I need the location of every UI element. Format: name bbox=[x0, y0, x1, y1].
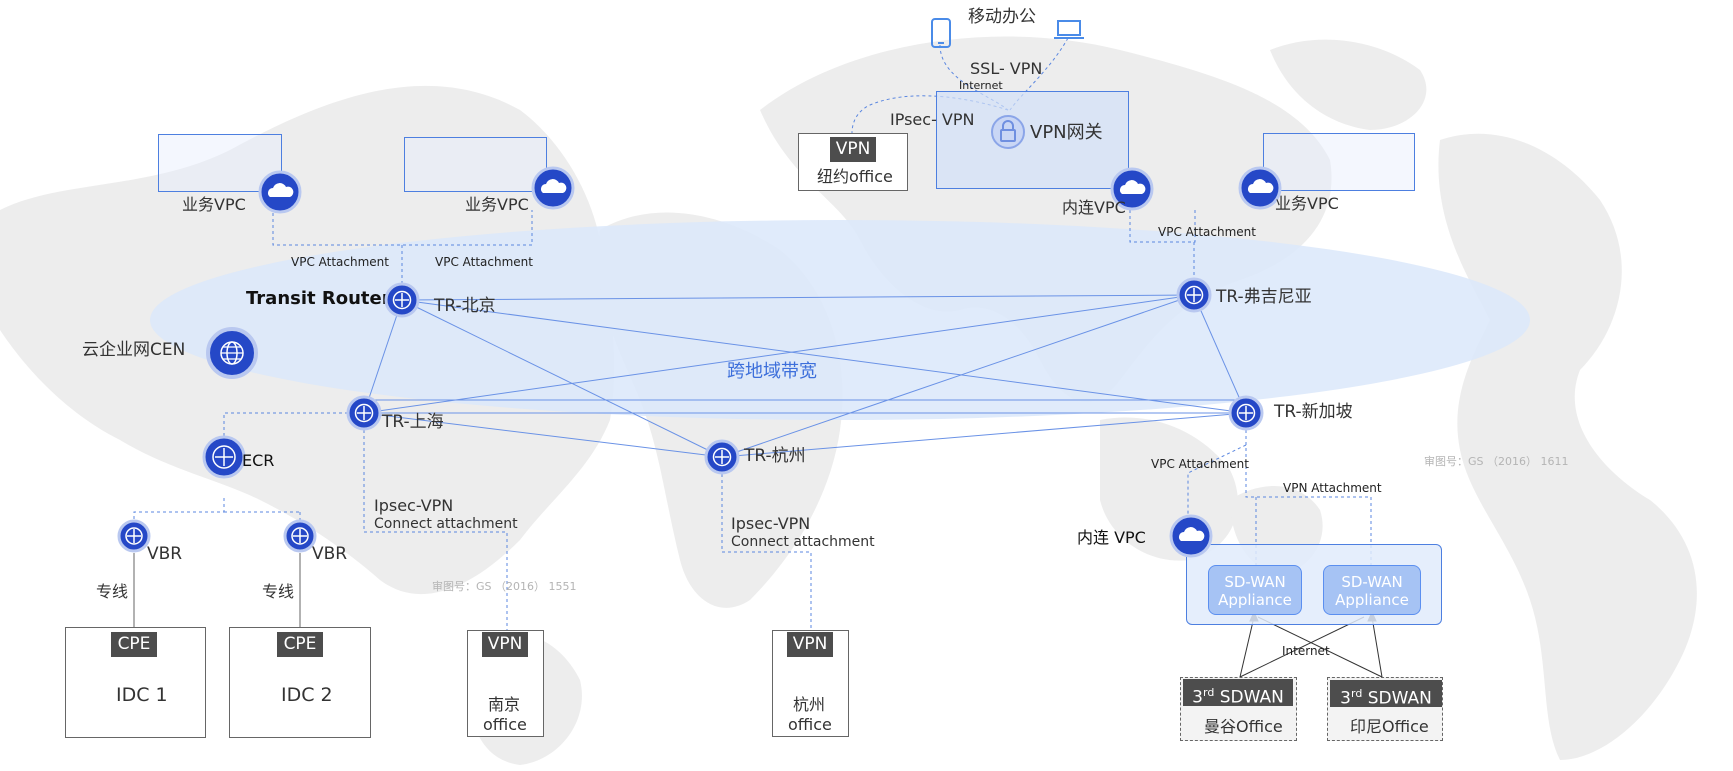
sdwan-b-line1: SD-WAN bbox=[1341, 573, 1403, 591]
map-approval-number-b: 审图号：GS （2016） 1551 bbox=[432, 580, 577, 593]
ipsec-vpn-label: IPsec- VPN bbox=[890, 110, 975, 129]
private-line-label-b: 专线 bbox=[262, 582, 295, 601]
vpc-attachment-label-2: VPC Attachment bbox=[435, 255, 533, 269]
hangzhou-office-box bbox=[772, 630, 849, 737]
bangkok-third-text: SDWAN bbox=[1219, 687, 1284, 708]
tr-hangzhou-label: TR-杭州 bbox=[744, 446, 806, 466]
tr-mesh-lines bbox=[363, 294, 1247, 458]
cen-label: 云企业网CEN bbox=[82, 340, 186, 360]
newyork-vpn-tag: VPN bbox=[830, 137, 876, 162]
private-line-label-a: 专线 bbox=[96, 582, 129, 601]
phone-icon bbox=[931, 18, 951, 48]
cloud-icon[interactable] bbox=[1110, 167, 1154, 211]
ipsec-sh-label-1: Ipsec-VPN bbox=[374, 496, 454, 515]
bangkok-third-sup: rd bbox=[1203, 686, 1215, 699]
mobile-office-title: 移动办公 bbox=[968, 7, 1036, 27]
vpc-box-beijing-2 bbox=[404, 137, 547, 192]
internet-label-sdwan: Internet bbox=[1282, 644, 1330, 658]
ecr-label: ECR bbox=[242, 451, 275, 470]
cross-region-bandwidth-label: 跨地域带宽 bbox=[727, 361, 817, 382]
router-icon[interactable] bbox=[117, 519, 151, 553]
vpc-label-virginia: 业务VPC bbox=[1275, 194, 1339, 213]
sdwan-appliance-b[interactable]: SD-WAN Appliance bbox=[1323, 565, 1421, 615]
lock-icon[interactable] bbox=[990, 114, 1026, 150]
vpc-label-internal-top: 内连VPC bbox=[1062, 198, 1126, 217]
indonesia-third-text: SDWAN bbox=[1367, 688, 1432, 709]
hangzhou-vpn-tag: VPN bbox=[787, 632, 833, 657]
cloud-icon[interactable] bbox=[1238, 166, 1282, 210]
idc1-label: IDC 1 bbox=[116, 684, 168, 706]
map-approval-number-a: 审图号：GS （2016） 1611 bbox=[1424, 455, 1569, 468]
indonesia-third-num: 3 bbox=[1340, 688, 1351, 709]
laptop-icon bbox=[1054, 20, 1084, 39]
indonesia-sdwan-tag: 3rd SDWAN bbox=[1330, 680, 1442, 709]
vpc-attachment-label-virginia: VPC Attachment bbox=[1158, 225, 1256, 239]
tr-virginia-label: TR-弗吉尼亚 bbox=[1216, 287, 1312, 307]
vbr-label-b: VBR bbox=[312, 544, 348, 564]
vpn-gateway-label: VPN网关 bbox=[1030, 122, 1103, 143]
bangkok-sdwan-tag: 3rd SDWAN bbox=[1183, 679, 1293, 708]
vpc-attachment-label-1: VPC Attachment bbox=[291, 255, 389, 269]
tr-beijing-label: TR-北京 bbox=[434, 296, 496, 316]
newyork-office-label: 纽约office bbox=[817, 167, 893, 186]
router-icon[interactable] bbox=[283, 519, 317, 553]
router-icon[interactable] bbox=[1176, 277, 1212, 313]
transit-router-label: Transit Router bbox=[246, 288, 391, 309]
ipsec-sh-label-2: Connect attachment bbox=[374, 516, 518, 532]
vpn-attachment-label-singapore: VPN Attachment bbox=[1283, 481, 1382, 495]
router-icon[interactable] bbox=[346, 395, 382, 431]
vpn-gateway-vpc-box bbox=[936, 91, 1129, 189]
sdwan-appliance-a[interactable]: SD-WAN Appliance bbox=[1208, 565, 1302, 615]
vbr-label-a: VBR bbox=[147, 544, 183, 564]
router-icon[interactable] bbox=[202, 435, 246, 479]
cloud-icon[interactable] bbox=[531, 166, 575, 210]
ipsec-hz-label-2: Connect attachment bbox=[731, 534, 875, 550]
tr-singapore-label: TR-新加坡 bbox=[1274, 402, 1353, 422]
cpe-tag-a: CPE bbox=[111, 632, 157, 657]
nanjing-label-2: office bbox=[483, 715, 527, 734]
private-lines bbox=[133, 553, 301, 633]
router-icon[interactable] bbox=[704, 439, 740, 475]
vpc-attachment-label-singapore: VPC Attachment bbox=[1151, 457, 1249, 471]
indonesia-third-sup: rd bbox=[1351, 687, 1363, 700]
idc2-label: IDC 2 bbox=[281, 684, 333, 706]
vpc-box-virginia bbox=[1263, 133, 1415, 191]
sdwan-a-line2: Appliance bbox=[1218, 591, 1292, 609]
hangzhou-label-1: 杭州 bbox=[793, 695, 826, 714]
hangzhou-label-2: office bbox=[788, 715, 832, 734]
ssl-vpn-label: SSL- VPN bbox=[970, 59, 1043, 78]
vpc-label-internal-bottom: 内连 VPC bbox=[1077, 528, 1146, 547]
sdwan-a-line1: SD-WAN bbox=[1224, 573, 1286, 591]
nanjing-vpn-tag: VPN bbox=[482, 632, 528, 657]
router-icon[interactable] bbox=[1228, 395, 1264, 431]
ipsec-hz-label-1: Ipsec-VPN bbox=[731, 514, 811, 533]
vpc-label-beijing-1: 业务VPC bbox=[182, 195, 246, 214]
router-icon[interactable] bbox=[384, 282, 420, 318]
bandwidth-ellipse bbox=[150, 220, 1530, 420]
vpc-label-beijing-2: 业务VPC bbox=[465, 195, 529, 214]
cpe-tag-b: CPE bbox=[277, 632, 323, 657]
internet-label-top: Internet bbox=[959, 79, 1003, 92]
indonesia-office-label: 印尼Office bbox=[1350, 717, 1429, 736]
cloud-icon[interactable] bbox=[1169, 514, 1213, 558]
tr-shanghai-label: TR-上海 bbox=[382, 412, 444, 432]
globe-icon[interactable] bbox=[206, 327, 258, 379]
sdwan-b-line2: Appliance bbox=[1335, 591, 1409, 609]
bangkok-office-label: 曼谷Office bbox=[1204, 717, 1283, 736]
nanjing-label-1: 南京 bbox=[488, 695, 521, 714]
bangkok-third-num: 3 bbox=[1192, 687, 1203, 708]
cloud-icon[interactable] bbox=[258, 170, 302, 214]
